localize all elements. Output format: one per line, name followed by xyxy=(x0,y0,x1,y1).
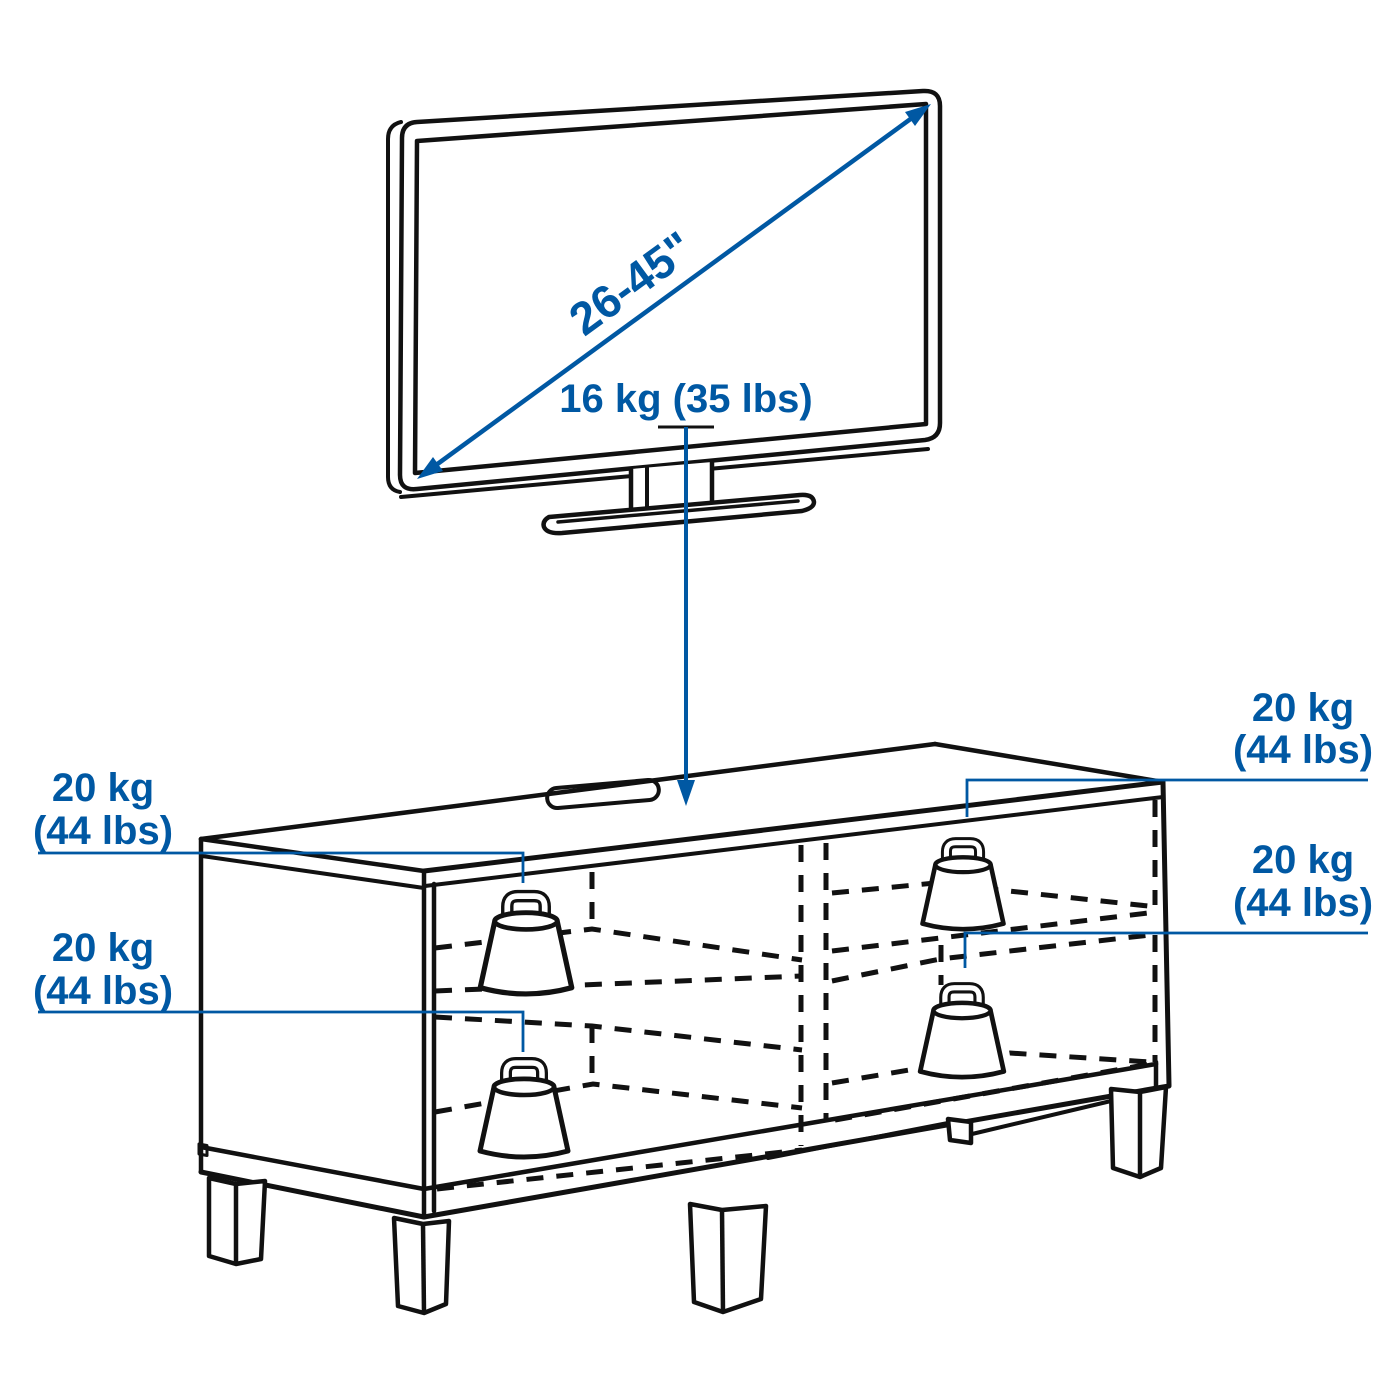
right-floor-front-edge xyxy=(834,1061,1151,1123)
leg-front-middle xyxy=(687,1201,769,1315)
right-floor-back-edge xyxy=(831,1050,1151,1086)
load-label-bottom-left: 20 kg (44 lbs) xyxy=(33,926,173,1013)
cabinet-front-top-edge xyxy=(421,779,1166,874)
tv-stand-base-top-line xyxy=(556,499,800,524)
load-value-alt: (44 lbs) xyxy=(1233,728,1373,772)
leader-top-right xyxy=(965,778,1368,817)
weight-icon-top-left xyxy=(477,889,575,997)
load-weights xyxy=(477,837,1007,1160)
weight-icon-bottom-right xyxy=(917,982,1007,1080)
down-arrow xyxy=(677,427,695,806)
load-value: 20 kg xyxy=(1252,838,1354,882)
left-shelf-back-edge xyxy=(434,926,803,963)
load-value-alt: (44 lbs) xyxy=(33,969,173,1013)
cabinet xyxy=(197,741,1172,1220)
right-shelf-bottom-edge xyxy=(831,932,1151,984)
cabinet-front-bottom-band xyxy=(421,1061,1159,1192)
leg-back-middle xyxy=(945,1116,974,1146)
leader-bottom-left xyxy=(38,1010,525,1052)
left-floor-front-edge xyxy=(436,1147,803,1192)
leg-back-left xyxy=(206,1175,268,1267)
left-floor-back-edge xyxy=(434,1081,803,1115)
cabinet-left-bottom-band xyxy=(198,1144,427,1192)
load-value: 20 kg xyxy=(52,926,154,970)
load-label-top-left: 20 kg (44 lbs) xyxy=(33,766,173,853)
tv-screen xyxy=(412,101,929,476)
leg-front-left xyxy=(391,1215,452,1316)
leader-bottom-right xyxy=(963,931,1368,968)
leg-back-right xyxy=(1108,1084,1169,1180)
arrowhead-down-left xyxy=(417,457,443,479)
load-label-bottom-right: 20 kg (44 lbs) xyxy=(1233,838,1373,925)
cable-slot xyxy=(545,777,661,811)
cabinet-left-bottom-edge xyxy=(198,1169,427,1220)
weight-icon-bottom-left xyxy=(477,1057,571,1160)
cabinet-top-left-edge xyxy=(198,836,427,874)
cabinet-legs xyxy=(206,1084,1169,1316)
arrowhead-up-right xyxy=(905,104,931,126)
load-value-alt: (44 lbs) xyxy=(33,809,173,853)
load-value-alt: (44 lbs) xyxy=(1233,881,1373,925)
cabinet-top-right-edge xyxy=(932,741,1166,785)
tv-frame xyxy=(397,88,943,492)
cabinet-top-back-edge xyxy=(198,741,938,842)
left-shelf-bottom-edge xyxy=(434,1014,803,1053)
cabinet-front-top-band xyxy=(423,795,1165,888)
load-value: 20 kg xyxy=(1252,686,1354,730)
load-value: 20 kg xyxy=(52,766,154,810)
cabinet-back-bottom-edge-left xyxy=(766,1121,950,1160)
arrowhead-down xyxy=(677,780,695,806)
cabinet-back-bottom-edge-right xyxy=(970,1099,1113,1136)
cabinet-edge-mark xyxy=(197,1142,209,1157)
load-label-top-right: 20 kg (44 lbs) xyxy=(1233,686,1373,772)
tv xyxy=(386,88,943,536)
annotations xyxy=(38,104,1368,1052)
diagonal-size-arrow xyxy=(417,104,931,479)
tv-side-edge xyxy=(386,120,403,494)
leader-top-left xyxy=(38,851,525,883)
weight-icon-top-right xyxy=(920,837,1006,932)
tv-weight-label: 16 kg (35 lbs) xyxy=(559,377,812,421)
cabinet-left-top-band xyxy=(200,854,426,890)
